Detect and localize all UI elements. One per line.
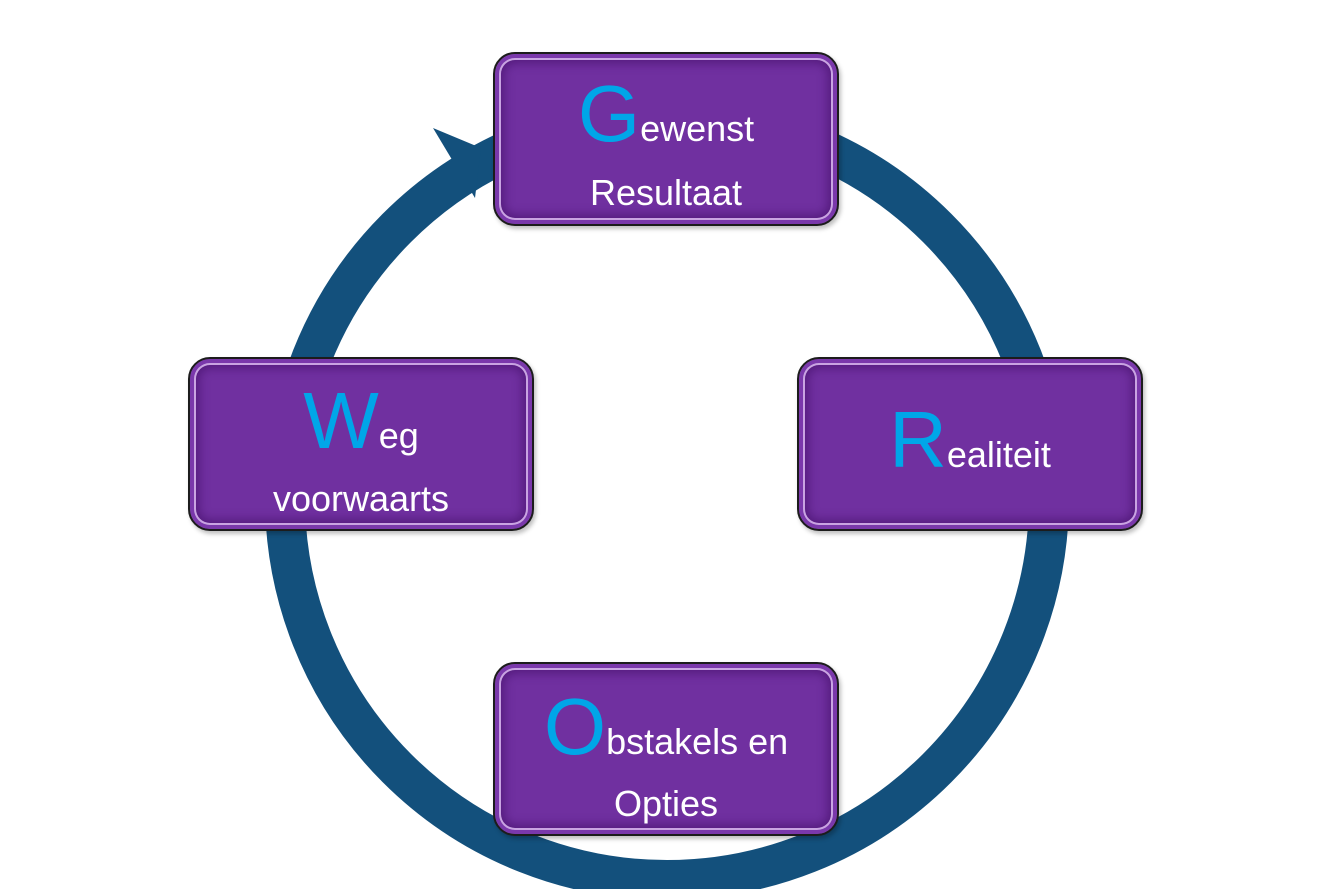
box-weg-line1: Weg	[190, 381, 532, 461]
box-weg-rest: eg	[378, 415, 419, 456]
box-realiteit: Realiteit	[797, 357, 1143, 531]
box-gewenst-line1: Gewenst	[495, 74, 837, 154]
arrowhead-icon	[433, 128, 481, 198]
box-weg-voorwaarts: Weg voorwaarts	[188, 357, 534, 531]
box-weg-line2: voorwaarts	[272, 478, 450, 519]
initial-g: G	[577, 69, 641, 158]
box-gewenst-line2: Resultaat	[589, 172, 743, 213]
box-obstakels-en-opties: Obstakels en Opties	[493, 662, 839, 836]
box-gewenst-rest: ewenst	[640, 108, 755, 149]
box-gewenst-resultaat: Gewenst Resultaat	[493, 52, 839, 226]
initial-w: W	[303, 376, 379, 465]
box-realiteit-rest: ealiteit	[946, 434, 1051, 475]
box-obstakels-rest: bstakels en	[606, 721, 789, 762]
initial-r: R	[889, 395, 947, 484]
box-realiteit-line1: Realiteit	[799, 400, 1141, 480]
box-obstakels-line1: Obstakels en	[495, 687, 837, 767]
initial-o: O	[543, 682, 607, 771]
box-obstakels-line2: Opties	[613, 783, 719, 824]
